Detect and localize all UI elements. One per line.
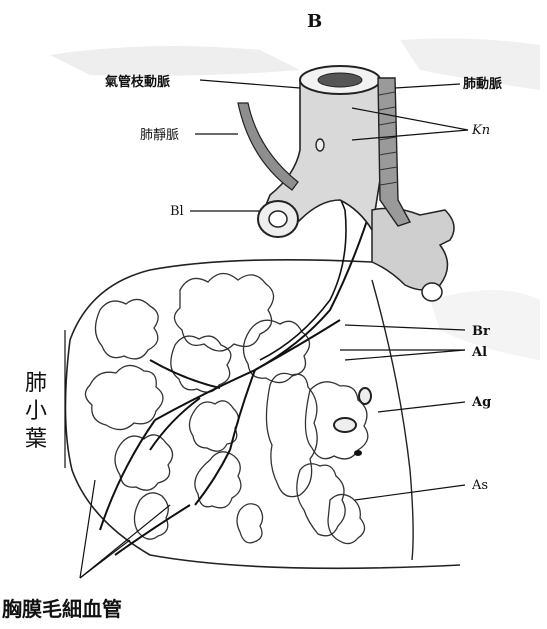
pulmonary-vein-tube — [238, 103, 298, 190]
label-pulmonary-vein: 肺靜脈 — [140, 128, 179, 143]
bl-branch — [258, 201, 298, 237]
label-bl: Bl — [170, 204, 184, 219]
label-pulmonary-artery: 肺動脈 — [463, 76, 502, 92]
label-al: Al — [471, 345, 487, 360]
label-kn: Kn — [471, 123, 490, 138]
label-lobule-char-3: 葉 — [25, 427, 47, 452]
panel-letter: B — [307, 11, 322, 32]
label-lobule-char-2: 小 — [25, 399, 47, 424]
bronchiole-tree — [100, 205, 372, 555]
pleura-outline — [65, 260, 460, 569]
label-pleura-caption: 胸膜毛細血管 — [2, 597, 122, 621]
pulmonary-artery-vessel — [378, 78, 410, 226]
lobule-right-boundary — [372, 280, 413, 560]
label-bronchial-artery: 氣管枝動脈 — [105, 74, 170, 90]
label-ag: Ag — [471, 395, 491, 410]
label-br: Br — [472, 324, 490, 339]
label-lobule-char-1: 肺 — [25, 371, 47, 396]
label-as: As — [471, 478, 488, 493]
